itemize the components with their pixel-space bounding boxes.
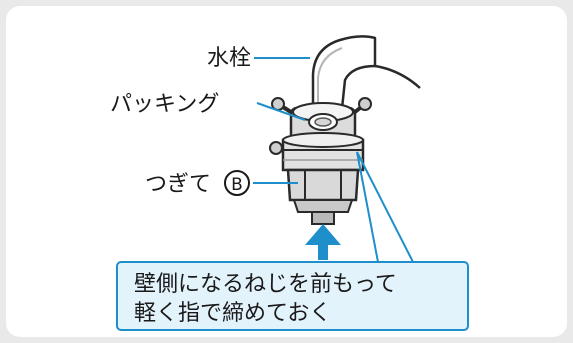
faucet-pipe	[311, 35, 421, 120]
set-screw-left-low	[269, 141, 283, 155]
joint-b-letter: B	[231, 175, 243, 195]
instruction-callout: 壁側になるねじを前もって 軽く指で締めておく	[116, 261, 469, 331]
hex-joint	[286, 168, 360, 225]
set-screw-right-top	[353, 97, 372, 114]
callout-line-1: 壁側になるねじを前もって	[134, 272, 397, 297]
label-joint: つぎて	[145, 172, 211, 197]
adapter-body	[281, 132, 365, 172]
label-faucet: 水栓	[207, 46, 251, 71]
push-up-arrow-icon	[305, 224, 341, 260]
label-packing: パッキング	[110, 92, 219, 117]
leader-lines	[253, 57, 414, 263]
callout-line-2: 軽く指で締めておく	[134, 301, 331, 326]
joint-b-mark: B	[224, 170, 250, 196]
